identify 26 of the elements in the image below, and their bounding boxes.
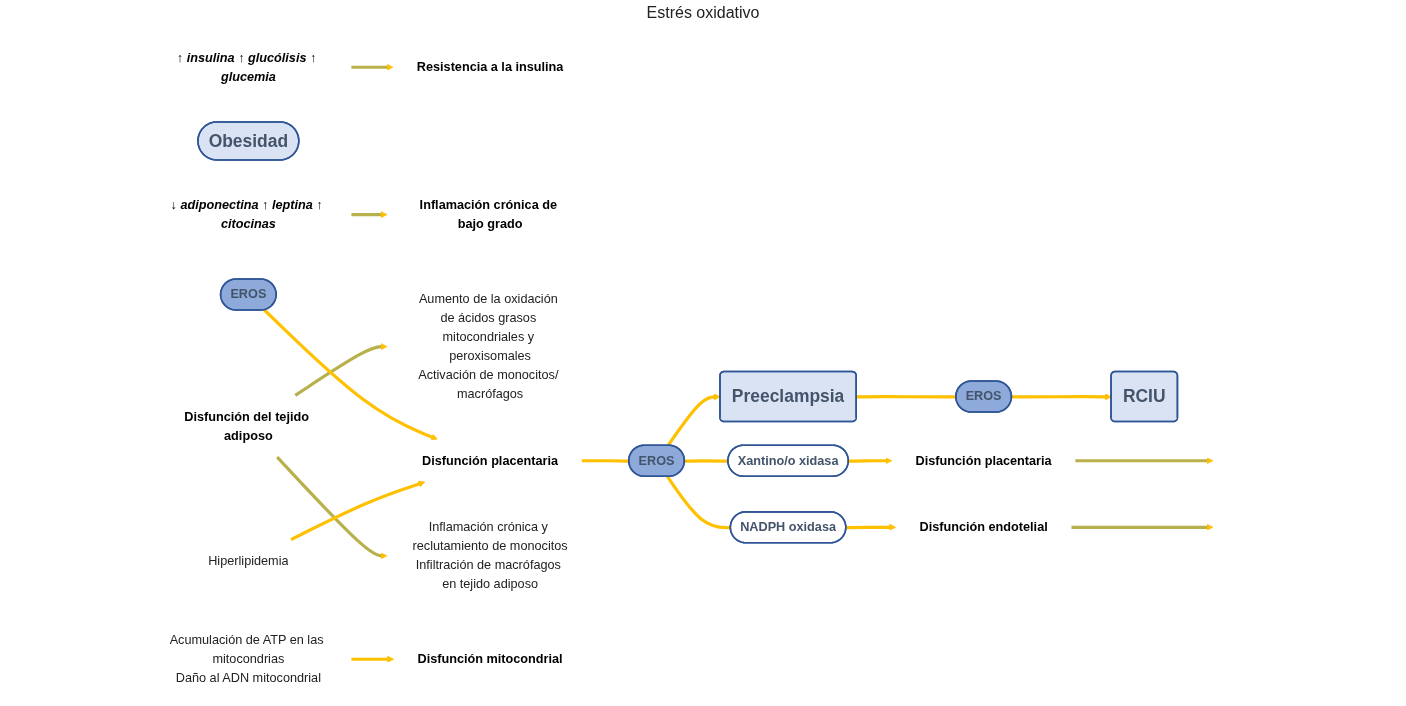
node-text: Inflamación crónica de bajo grado	[419, 198, 558, 231]
arrow	[1071, 523, 1214, 531]
node-text: Disfunción mitocondrial	[417, 652, 563, 666]
node-text: Disfunción del tejido adiposo	[184, 409, 309, 443]
node-text: Disfunción placentaria	[422, 453, 559, 468]
node-text: Inflamación crónica y reclutamiento de monocitos Infiltración de macrófagos en tejido adiposo	[412, 520, 568, 591]
arrow	[263, 308, 438, 441]
node-text: Hiperlipidemia	[208, 553, 289, 568]
note-text: Estrés oxidativo	[646, 4, 760, 21]
arrow	[276, 456, 388, 560]
arrow	[351, 655, 395, 663]
node-text: Aumento de la oxidación de ácidos grasos mitocondriales y peroxisomales Activación de monocitos/ macrófagos	[418, 291, 559, 401]
node-text: Resistencia a la insulina	[416, 60, 564, 74]
node-text: Disfunción placentaria	[915, 453, 1052, 468]
arrow	[1011, 393, 1112, 401]
node-text: ↑ insulina ↑ glucólisis ↑ glucemia	[176, 50, 317, 84]
node-text: ↓ adiponectina ↑ leptina ↑ citocinas	[170, 198, 323, 231]
node-text: Acumulación de ATP en las mitocondrias Daño al ADN mitocondrial	[169, 633, 324, 685]
arrow	[290, 480, 426, 541]
arrow	[846, 523, 897, 531]
arrow	[848, 457, 893, 465]
arrow	[1075, 457, 1214, 465]
arrow	[351, 63, 394, 71]
arrow	[294, 343, 388, 397]
node-text: Disfunción endotelial	[919, 520, 1048, 534]
arrow	[351, 211, 388, 219]
